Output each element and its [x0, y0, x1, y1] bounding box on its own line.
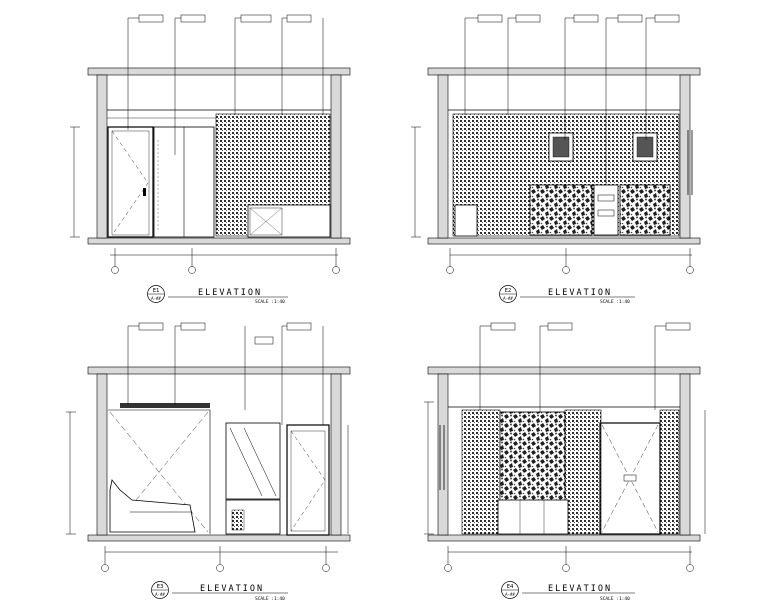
title-block-e1: E1 A-## ELEVATION SCALE :1:40 [147, 285, 288, 305]
title-e4: ELEVATION [548, 584, 612, 594]
title-block-e3: E3 A-## ELEVATION SCALE :1:40 [151, 581, 288, 602]
scale-e1: SCALE :1:40 [255, 299, 285, 305]
elevation-panel-e3 [66, 322, 351, 572]
elevation-panel-e2 [411, 14, 701, 274]
title-block-e2: E2 A-## ELEVATION SCALE :1:40 [499, 285, 635, 305]
scale-e4: SCALE :1:40 [600, 596, 630, 602]
scale-e3: SCALE :1:40 [255, 596, 285, 602]
elevation-panel-e4 [424, 322, 706, 572]
title-block-e4: E4 A-## ELEVATION SCALE :1:40 [501, 581, 635, 602]
title-e2: ELEVATION [548, 288, 612, 298]
title-e3: ELEVATION [200, 584, 264, 594]
badge-sub-e4: A-## [505, 592, 515, 597]
badge-e3: E3 [157, 584, 164, 590]
badge-sub-e3: A-## [155, 592, 165, 597]
elevation-panel-e1 [70, 14, 351, 274]
title-e1: ELEVATION [198, 288, 262, 298]
badge-e2: E2 [505, 288, 512, 294]
badge-e4: E4 [507, 584, 514, 590]
badge-sub-e1: A-## [151, 296, 161, 301]
badge-e1: E1 [153, 288, 160, 294]
scale-e2: SCALE :1:40 [600, 299, 630, 305]
badge-sub-e2: A-## [503, 296, 513, 301]
